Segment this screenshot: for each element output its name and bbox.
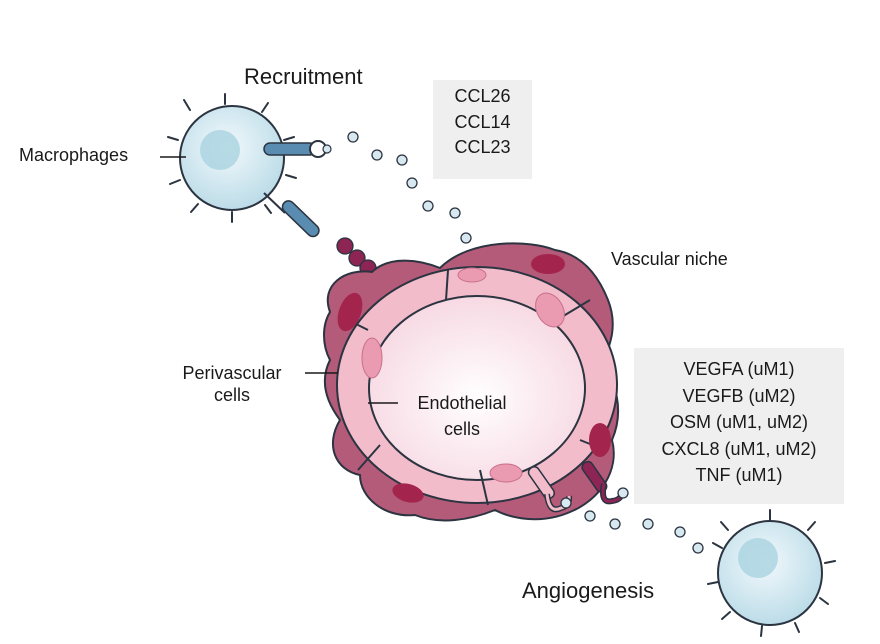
- receptor-icon: [263, 140, 332, 158]
- blood-vessel-icon: [323, 242, 620, 522]
- chemokine-dot-icon: [347, 131, 472, 244]
- factor-item: CXCL8 (uM1, uM2): [661, 438, 817, 459]
- macrophage-cell-icon: [707, 509, 836, 637]
- receptor-icon: [263, 192, 320, 238]
- angiogenesis-title: Angiogenesis: [522, 578, 655, 603]
- recruitment-title: Recruitment: [244, 64, 363, 89]
- vascular-niche-label: Vascular niche: [611, 249, 728, 269]
- factor-item: CCL26: [454, 86, 511, 106]
- factor-item: OSM (uM1, uM2): [669, 412, 809, 432]
- recruitment-factors-box: CCL26 CCL14 CCL23: [433, 80, 532, 179]
- chemokine-dot-icon: [560, 487, 704, 554]
- macrophages-label: Macrophages: [19, 145, 129, 165]
- endothelial-cells-label: Endothelial cells: [417, 393, 507, 439]
- perivascular-cells-label: Perivascular cells: [182, 363, 282, 405]
- angiogenesis-factors-box: VEGFA (uM1) VEGFB (uM2) OSM (uM1, uM2) C…: [634, 348, 844, 504]
- factor-item: VEGFA (uM1): [683, 359, 795, 379]
- factor-item: CCL14: [454, 111, 511, 132]
- macrophage-cell-icon: [167, 93, 297, 223]
- factor-item: TNF (uM1): [695, 465, 783, 485]
- factor-item: CCL23: [454, 137, 511, 157]
- factor-item: VEGFB (uM2): [682, 385, 796, 406]
